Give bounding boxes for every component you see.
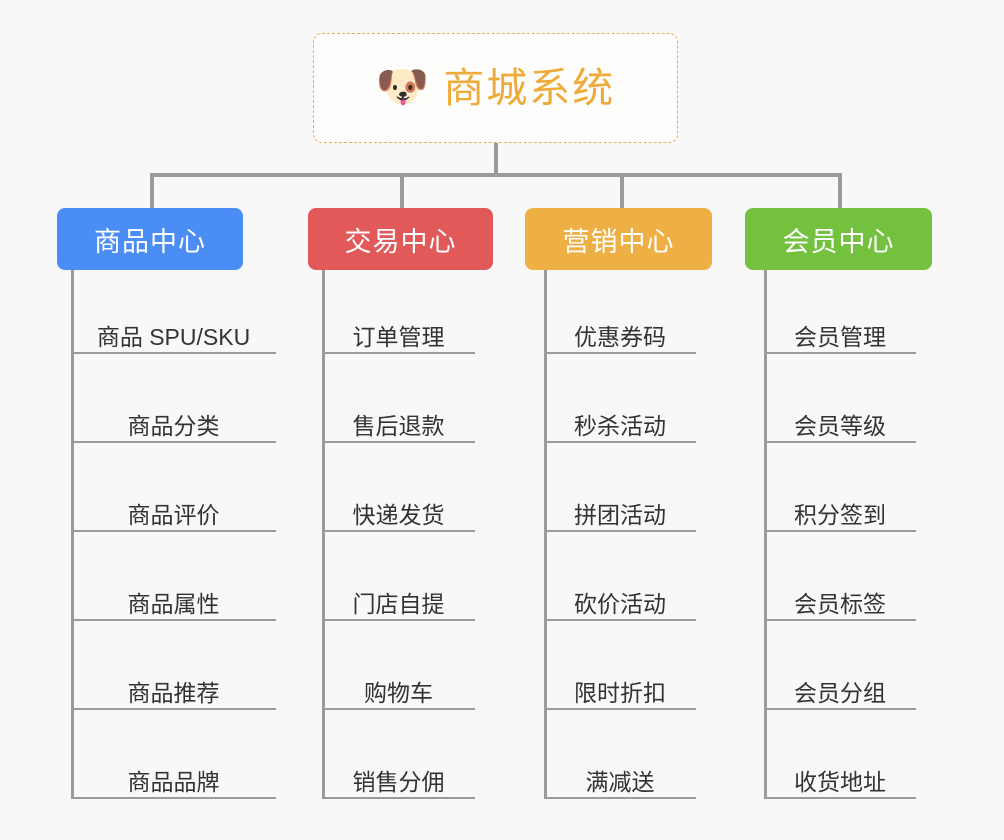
branch-drop-connector-1 [400, 173, 404, 208]
shiba-dog-face-icon: 🐶 [375, 62, 430, 111]
leaf-item-label: 商品分类 [127, 413, 220, 439]
leaf-item[interactable]: 会员分组 [764, 668, 916, 710]
leaf-underline [764, 797, 916, 799]
leaf-item-label: 商品品牌 [127, 769, 220, 795]
leaf-item-label: 门店自提 [352, 591, 445, 617]
leaf-item-label: 收货地址 [794, 769, 886, 795]
leaf-item[interactable]: 限时折扣 [544, 668, 696, 710]
leaf-item[interactable]: 商品 SPU/SKU [71, 312, 276, 354]
branch-header-label: 营销中心 [562, 226, 675, 257]
leaf-item-label: 商品 SPU/SKU [96, 324, 251, 350]
leaf-item[interactable]: 商品评价 [71, 490, 276, 532]
leaf-underline [764, 619, 916, 621]
leaf-item[interactable]: 售后退款 [322, 401, 475, 443]
root-node-shop-system[interactable]: 🐶 商城系统 [313, 33, 678, 143]
branch-header-4[interactable]: 会员中心 [745, 208, 932, 270]
leaf-item-label: 会员标签 [794, 591, 886, 617]
leaf-underline [322, 352, 475, 354]
leaf-item[interactable]: 会员等级 [764, 401, 916, 443]
root-stem-connector [494, 143, 498, 177]
branch-bus-connector [150, 173, 842, 177]
leaf-item-label: 秒杀活动 [574, 413, 666, 439]
leaf-underline [544, 530, 696, 532]
leaf-item-label: 订单管理 [352, 324, 445, 350]
leaf-underline [71, 708, 276, 710]
branch-rail-1 [71, 270, 74, 799]
leaf-item[interactable]: 门店自提 [322, 579, 475, 621]
leaf-item[interactable]: 收货地址 [764, 757, 916, 799]
leaf-item-label: 砍价活动 [574, 591, 666, 617]
branch-drop-connector-3 [838, 173, 842, 208]
leaf-item[interactable]: 订单管理 [322, 312, 475, 354]
leaf-underline [544, 619, 696, 621]
leaf-item[interactable]: 拼团活动 [544, 490, 696, 532]
leaf-underline [71, 530, 276, 532]
leaf-item[interactable]: 秒杀活动 [544, 401, 696, 443]
leaf-underline [764, 352, 916, 354]
leaf-underline [71, 352, 276, 354]
leaf-underline [71, 619, 276, 621]
leaf-item-label: 商品推荐 [127, 680, 220, 706]
branch-rail-3 [544, 270, 547, 799]
leaf-item-label: 商品评价 [127, 502, 220, 528]
leaf-item-label: 售后退款 [352, 413, 445, 439]
leaf-item-label: 购物车 [364, 680, 433, 706]
leaf-item-label: 满减送 [585, 769, 655, 795]
branch-header-3[interactable]: 营销中心 [525, 208, 712, 270]
root-node-label: 商城系统 [443, 64, 616, 111]
leaf-underline [322, 708, 475, 710]
branch-header-label: 会员中心 [782, 226, 895, 257]
leaf-item-label: 限时折扣 [574, 680, 666, 706]
leaf-underline [544, 797, 696, 799]
branch-drop-connector-2 [620, 173, 624, 208]
leaf-item[interactable]: 积分签到 [764, 490, 916, 532]
leaf-item[interactable]: 会员管理 [764, 312, 916, 354]
leaf-item[interactable]: 商品分类 [71, 401, 276, 443]
leaf-item-label: 会员分组 [794, 680, 886, 706]
leaf-item[interactable]: 购物车 [322, 668, 475, 710]
leaf-item-label: 会员等级 [794, 413, 886, 439]
leaf-item[interactable]: 会员标签 [764, 579, 916, 621]
leaf-underline [764, 441, 916, 443]
branch-drop-connector-0 [150, 173, 154, 208]
leaf-item[interactable]: 商品品牌 [71, 757, 276, 799]
leaf-item[interactable]: 销售分佣 [322, 757, 475, 799]
branch-header-2[interactable]: 交易中心 [308, 208, 493, 270]
leaf-item[interactable]: 满减送 [544, 757, 696, 799]
leaf-underline [322, 797, 475, 799]
leaf-item-label: 商品属性 [127, 591, 220, 617]
leaf-item-label: 会员管理 [794, 324, 886, 350]
leaf-underline [764, 530, 916, 532]
leaf-item-label: 快递发货 [352, 502, 445, 528]
leaf-item-label: 销售分佣 [352, 769, 445, 795]
leaf-item-label: 优惠券码 [574, 324, 666, 350]
leaf-item[interactable]: 商品属性 [71, 579, 276, 621]
leaf-item[interactable]: 商品推荐 [71, 668, 276, 710]
branch-header-label: 交易中心 [344, 226, 457, 257]
leaf-underline [71, 797, 276, 799]
leaf-item-label: 积分签到 [794, 502, 886, 528]
branch-rail-2 [322, 270, 325, 799]
leaf-underline [322, 441, 475, 443]
leaf-item[interactable]: 优惠券码 [544, 312, 696, 354]
leaf-underline [764, 708, 916, 710]
leaf-underline [322, 530, 475, 532]
leaf-item[interactable]: 快递发货 [322, 490, 475, 532]
branch-header-1[interactable]: 商品中心 [57, 208, 243, 270]
leaf-underline [71, 441, 276, 443]
leaf-underline [322, 619, 475, 621]
leaf-underline [544, 708, 696, 710]
leaf-item[interactable]: 砍价活动 [544, 579, 696, 621]
branch-header-label: 商品中心 [94, 226, 206, 257]
leaf-underline [544, 441, 696, 443]
leaf-underline [544, 352, 696, 354]
leaf-item-label: 拼团活动 [574, 502, 666, 528]
branch-rail-4 [764, 270, 767, 799]
